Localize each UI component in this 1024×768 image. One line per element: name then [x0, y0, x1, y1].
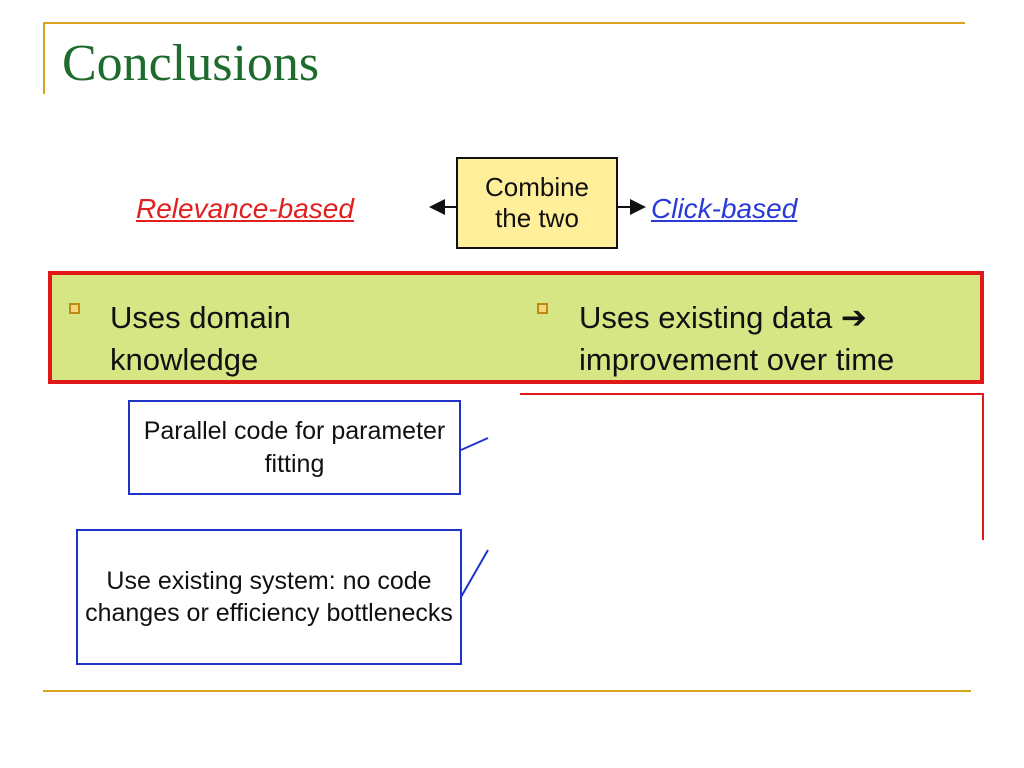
bottom-rule	[43, 690, 971, 692]
red-bracket	[520, 393, 984, 540]
left-rule	[43, 22, 45, 94]
callout-text: Use existing system: no code changes or …	[85, 566, 453, 628]
callout-pointer-2	[460, 549, 489, 598]
combine-box: Combine the two	[456, 157, 618, 249]
comparison-box: Uses domain knowledge Uses existing data…	[48, 271, 984, 384]
slide-title: Conclusions	[62, 35, 320, 92]
callout-existing-system: Use existing system: no code changes or …	[76, 529, 462, 665]
right-bullet-text: Uses existing data ➔ improvement over ti…	[579, 300, 895, 377]
callout-text: Parallel code for parameter fitting	[143, 417, 446, 478]
combine-line-1: Combine	[484, 171, 590, 202]
relevance-based-link[interactable]: Relevance-based	[136, 193, 354, 224]
square-bullet-icon	[69, 303, 80, 314]
callout-parallel-code: Parallel code for parameter fitting	[128, 400, 461, 495]
click-based-link[interactable]: Click-based	[651, 193, 798, 224]
combine-line-2: the two	[495, 203, 579, 233]
left-bullet-text: Uses domain knowledge	[110, 300, 291, 377]
square-bullet-icon	[537, 303, 548, 314]
top-rule	[43, 22, 965, 24]
callout-pointer-1	[460, 437, 489, 451]
